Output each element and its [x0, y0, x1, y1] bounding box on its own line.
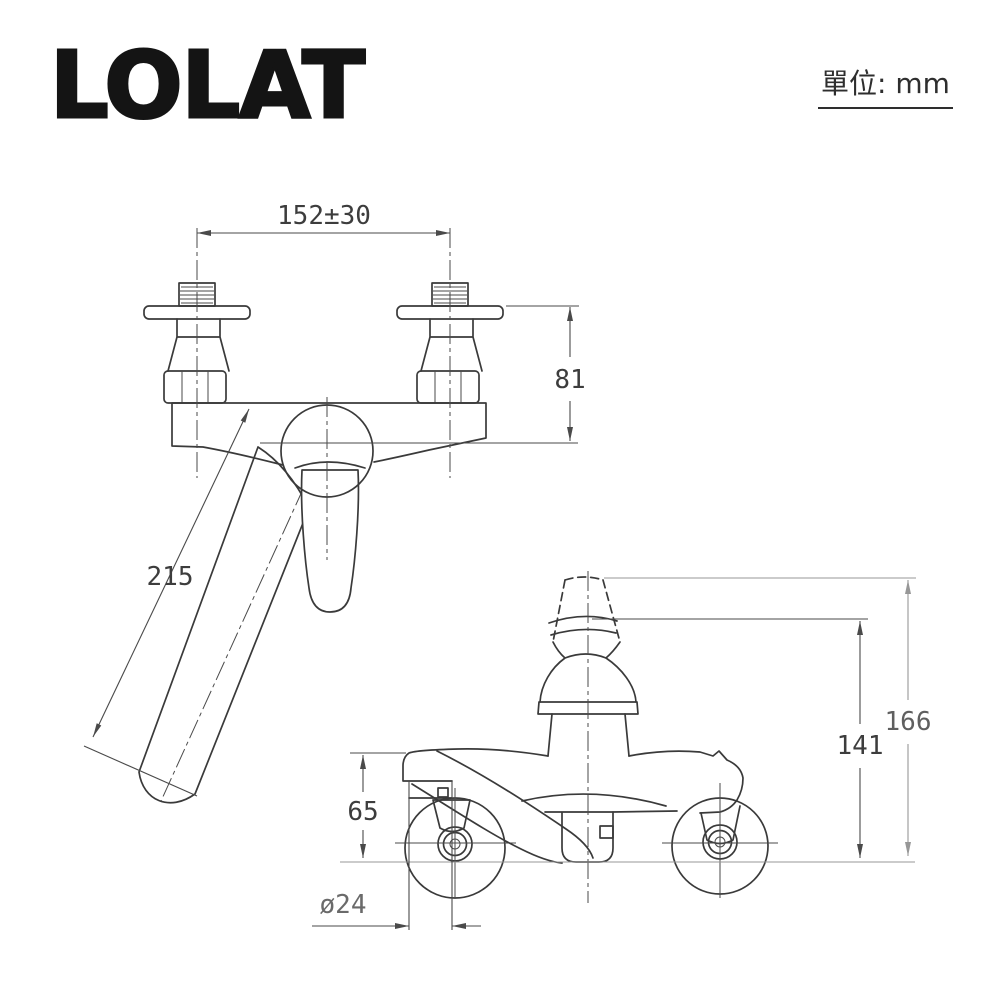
side-body-left: [402, 748, 549, 833]
bonnet: [167, 318, 230, 372]
side-left-flange: [395, 788, 516, 899]
dim-cap-height: 141: [592, 618, 884, 858]
hex-nut: [416, 370, 480, 404]
front-view: 152±30 81 215: [83, 201, 586, 804]
side-body-right: [628, 750, 744, 845]
nut-facets: [181, 371, 209, 403]
dim-overall-height-label: 166: [885, 707, 932, 737]
dim-inlet-height-label: 81: [554, 365, 585, 395]
side-spout: [411, 750, 678, 864]
front-body: [171, 402, 487, 466]
bonnet: [420, 318, 483, 372]
riser-column: [547, 713, 630, 757]
unit-label: 單位: mm: [818, 62, 953, 109]
front-spout: [138, 446, 310, 804]
dim-spout-length-label: 215: [147, 562, 194, 592]
brand-logo: LOLAT: [49, 32, 367, 139]
left-flange-crosshair: [395, 788, 516, 898]
outlet-detail: [437, 787, 449, 798]
spout-centerline: [160, 486, 305, 802]
hex-nut: [163, 370, 227, 404]
diverter-neck: [552, 641, 621, 659]
dim-inlet-spacing-label: 152±30: [277, 201, 371, 231]
handle-socket: [294, 461, 366, 469]
side-view: 65 141 166: [312, 571, 931, 930]
dim-body-height: 65: [347, 752, 406, 858]
side-right-flange: [662, 783, 778, 898]
diverter-bell: [539, 653, 637, 703]
right-flange-crosshair: [662, 783, 778, 898]
spout-outline: [138, 446, 310, 804]
dim-cap-height-label: 141: [837, 731, 884, 761]
dim-body-height-label: 65: [347, 797, 378, 827]
inlet-centerlines: [196, 228, 451, 478]
nut-facets: [434, 371, 462, 403]
spout-end-detail: [599, 825, 614, 839]
dim-overall-height: 166: [604, 577, 932, 856]
front-handle: [300, 469, 360, 613]
dim-inlet-height: 81: [506, 305, 586, 441]
dim-inlet-spacing: 152±30: [197, 201, 450, 236]
dim-spout-length: 215: [83, 408, 250, 797]
dim-outlet-diameter-label: ø24: [320, 890, 367, 920]
dim-outlet-diameter: ø24: [312, 781, 481, 930]
diverter-cap: [552, 576, 621, 643]
